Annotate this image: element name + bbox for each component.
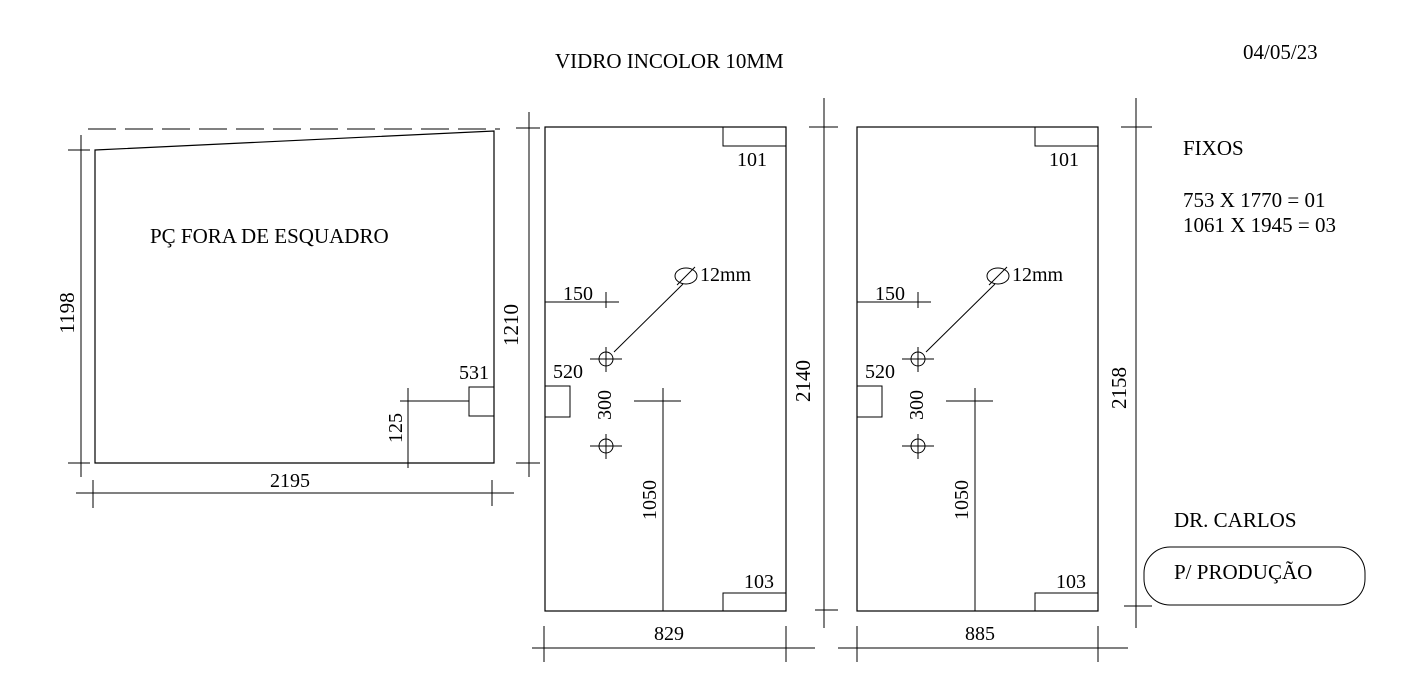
panel-b-bottom-notch-label: 103 [744, 571, 774, 593]
panel-c-hole-label: 12mm [1012, 264, 1064, 286]
panel-a-notch-width-label: 531 [459, 362, 489, 384]
notes: FIXOS 753 X 1770 = 01 1061 X 1945 = 03 D… [1143, 136, 1366, 606]
fixed-line-1: 753 X 1770 = 01 [1183, 188, 1326, 212]
panel-a-notch [468, 386, 495, 417]
panel-c-hole-offset-label: 150 [875, 283, 905, 305]
panel-a: PÇ FORA DE ESQUADRO 1198 1210 2195 531 1… [55, 112, 540, 508]
panel-b-hole-spacing-label: 300 [594, 390, 616, 420]
panel-b-bottom-notch [722, 592, 787, 612]
panel-b-hole-leader [613, 283, 684, 353]
drawing-title: VIDRO INCOLOR 10MM [555, 49, 784, 73]
diameter-slash [676, 266, 696, 286]
panel-b-outline [544, 126, 787, 612]
panel-c-side-notch [856, 385, 883, 418]
status-label: P/ PRODUÇÃO [1174, 560, 1312, 584]
panel-c-hole-symbol-icon [986, 267, 1010, 285]
panel-c: 101 103 12mm 150 520 300 1050 2158 885 [838, 98, 1152, 662]
panel-b-side-notch-label: 520 [553, 361, 583, 383]
status-box [1143, 546, 1366, 606]
panel-b-handle-height-label: 1050 [639, 480, 661, 520]
panel-c-height-label: 2158 [1107, 367, 1131, 409]
panel-c-hole-spacing-label: 300 [906, 390, 928, 420]
panel-a-outline [94, 130, 495, 464]
panel-c-width-label: 885 [965, 623, 995, 645]
client-name: DR. CARLOS [1174, 508, 1297, 532]
fixed-line-2: 1061 X 1945 = 03 [1183, 213, 1336, 237]
drawing-date: 04/05/23 [1243, 40, 1318, 64]
panel-c-top-notch-label: 101 [1049, 149, 1079, 171]
panel-a-note: PÇ FORA DE ESQUADRO [150, 224, 389, 248]
panel-c-bottom-notch [1034, 592, 1099, 612]
panel-c-hole-leader [925, 283, 996, 353]
panel-b-top-notch-label: 101 [737, 149, 767, 171]
panel-b-width-label: 829 [654, 623, 684, 645]
fixed-title: FIXOS [1183, 136, 1244, 160]
panel-b: 101 103 12mm 150 520 300 1050 2140 829 [532, 98, 838, 662]
diameter-slash [988, 266, 1008, 286]
panel-b-height-label: 2140 [791, 360, 815, 402]
panel-b-top-notch [722, 126, 787, 147]
panel-c-outline [856, 126, 1099, 612]
panel-a-height-label: 1198 [55, 292, 79, 333]
panel-a-notch-height-label: 125 [385, 413, 407, 443]
panel-b-hole-label: 12mm [700, 264, 752, 286]
panel-b-hole-symbol-icon [674, 267, 698, 285]
panel-c-side-notch-label: 520 [865, 361, 895, 383]
panel-b-hole-offset-label: 150 [563, 283, 593, 305]
panel-c-bottom-notch-label: 103 [1056, 571, 1086, 593]
panel-c-handle-height-label: 1050 [951, 480, 973, 520]
panel-a-right-height-label: 1210 [499, 304, 523, 346]
panel-b-side-notch [544, 385, 571, 418]
panel-c-top-notch [1034, 126, 1099, 147]
panel-a-width-label: 2195 [270, 470, 310, 492]
